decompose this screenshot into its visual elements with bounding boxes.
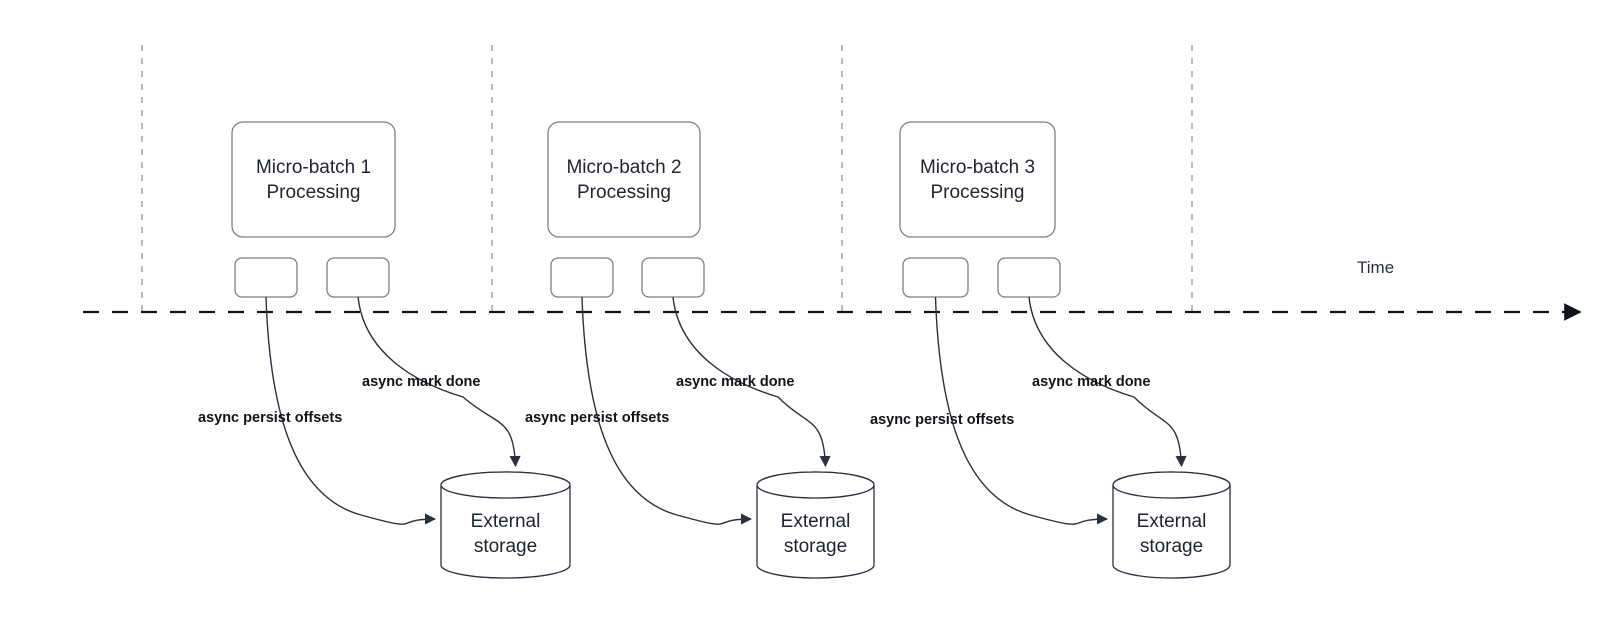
external-storage-label-line2: storage xyxy=(1140,536,1203,557)
process-box-label-line2: Processing xyxy=(267,182,361,203)
process-box-micro-batch-1[interactable] xyxy=(231,121,396,238)
edge-label-async-persist-offsets: async persist offsets xyxy=(525,410,669,426)
process-box-label-line2: Processing xyxy=(931,182,1025,203)
edge-label-async-mark-done: async mark done xyxy=(676,374,794,390)
edge-async-mark-done xyxy=(357,296,521,468)
external-storage-cylinder-top xyxy=(1112,471,1231,499)
edge-label-async-persist-offsets: async persist offsets xyxy=(198,410,342,426)
external-storage-cylinder-top xyxy=(756,471,875,499)
edge-async-persist-offsets xyxy=(581,296,753,525)
mark-done-task-box[interactable] xyxy=(326,257,390,298)
process-box-label-line2: Processing xyxy=(577,182,671,203)
edge-label-async-mark-done: async mark done xyxy=(1032,374,1150,390)
mark-done-task-box[interactable] xyxy=(641,257,705,298)
external-storage-label-line2: storage xyxy=(784,536,847,557)
external-storage-cylinder-top xyxy=(440,471,571,499)
edge-async-persist-offsets xyxy=(934,296,1109,525)
process-box-micro-batch-3[interactable] xyxy=(899,121,1056,238)
edge-async-persist-offsets xyxy=(265,296,437,525)
edge-async-mark-done xyxy=(1028,296,1187,468)
time-axis: Time xyxy=(83,258,1582,321)
persist-offsets-task-box[interactable] xyxy=(550,257,614,298)
process-box-label-line1: Micro-batch 2 xyxy=(566,157,681,178)
external-storage-label-line2: storage xyxy=(474,536,537,557)
edge-async-mark-done xyxy=(672,296,831,468)
mark-done-task-box[interactable] xyxy=(997,257,1061,298)
process-box-label-line1: Micro-batch 3 xyxy=(920,157,1035,178)
micro-batch-boundary-lines xyxy=(141,45,1193,312)
external-storage-label-line1: External xyxy=(781,511,851,532)
process-box-label-line1: Micro-batch 1 xyxy=(256,157,371,178)
edge-label-async-mark-done: async mark done xyxy=(362,374,480,390)
time-axis-label: Time xyxy=(1357,258,1394,277)
external-storage-label-line1: External xyxy=(471,511,541,532)
persist-offsets-task-box[interactable] xyxy=(902,257,969,298)
external-storage-label-line1: External xyxy=(1137,511,1207,532)
process-box-micro-batch-2[interactable] xyxy=(547,121,701,238)
persist-offsets-task-box[interactable] xyxy=(234,257,298,298)
edge-label-async-persist-offsets: async persist offsets xyxy=(870,412,1014,428)
